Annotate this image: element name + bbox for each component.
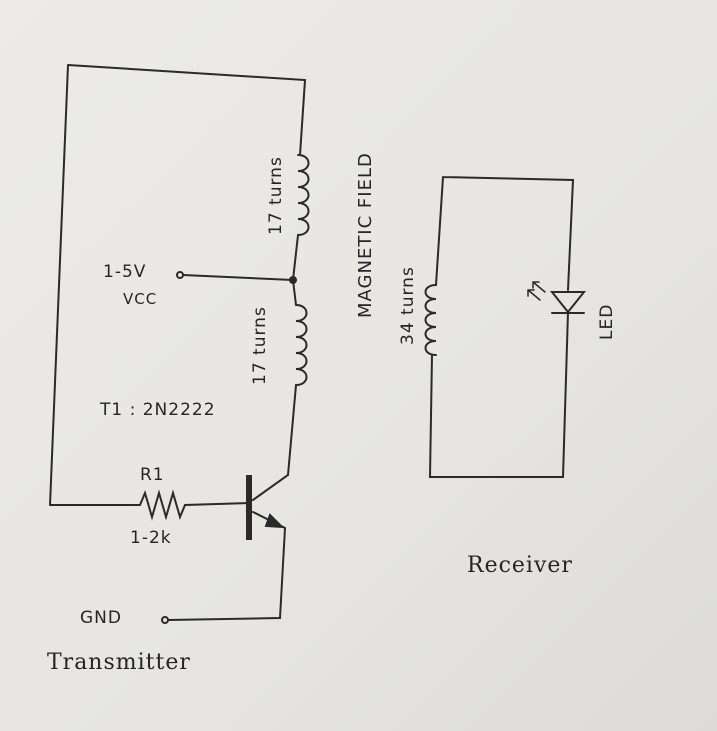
receiver-coil <box>424 284 437 356</box>
led-diode <box>549 291 587 314</box>
resistor-r1 <box>134 489 251 521</box>
gnd-terminal <box>161 616 169 624</box>
emitter-wire <box>167 511 287 621</box>
coil-wire-mid <box>291 234 299 306</box>
coil-bottom-label: 17 turns <box>250 306 270 385</box>
coil-top <box>297 154 310 236</box>
collector-wire <box>252 384 297 501</box>
transistor-base-bar <box>246 475 252 540</box>
resistor-name: R1 <box>140 465 165 485</box>
led-light-arrows <box>527 281 546 301</box>
transmitter-wire-loop <box>49 64 307 506</box>
coil-bottom <box>295 304 308 386</box>
receiver-wire-loop <box>428 176 575 478</box>
transmitter-title: Transmitter <box>47 650 191 675</box>
vcc-wire <box>182 274 294 281</box>
transistor-label: T1 : 2N2222 <box>100 400 216 420</box>
led-label: LED <box>597 303 617 340</box>
gnd-label: GND <box>80 608 122 628</box>
magnetic-field-label: MAGNETIC FIELD <box>355 152 376 318</box>
emitter-arrow <box>264 513 285 529</box>
vcc-terminal <box>176 271 184 279</box>
vcc-label: VCC <box>123 290 158 308</box>
coil-top-label: 17 turns <box>266 156 286 235</box>
resistor-value: 1-2k <box>130 528 172 548</box>
receiver-title: Receiver <box>467 553 573 578</box>
vcc-voltage-label: 1-5V <box>103 262 147 282</box>
receiver-coil-label: 34 turns <box>398 266 418 345</box>
